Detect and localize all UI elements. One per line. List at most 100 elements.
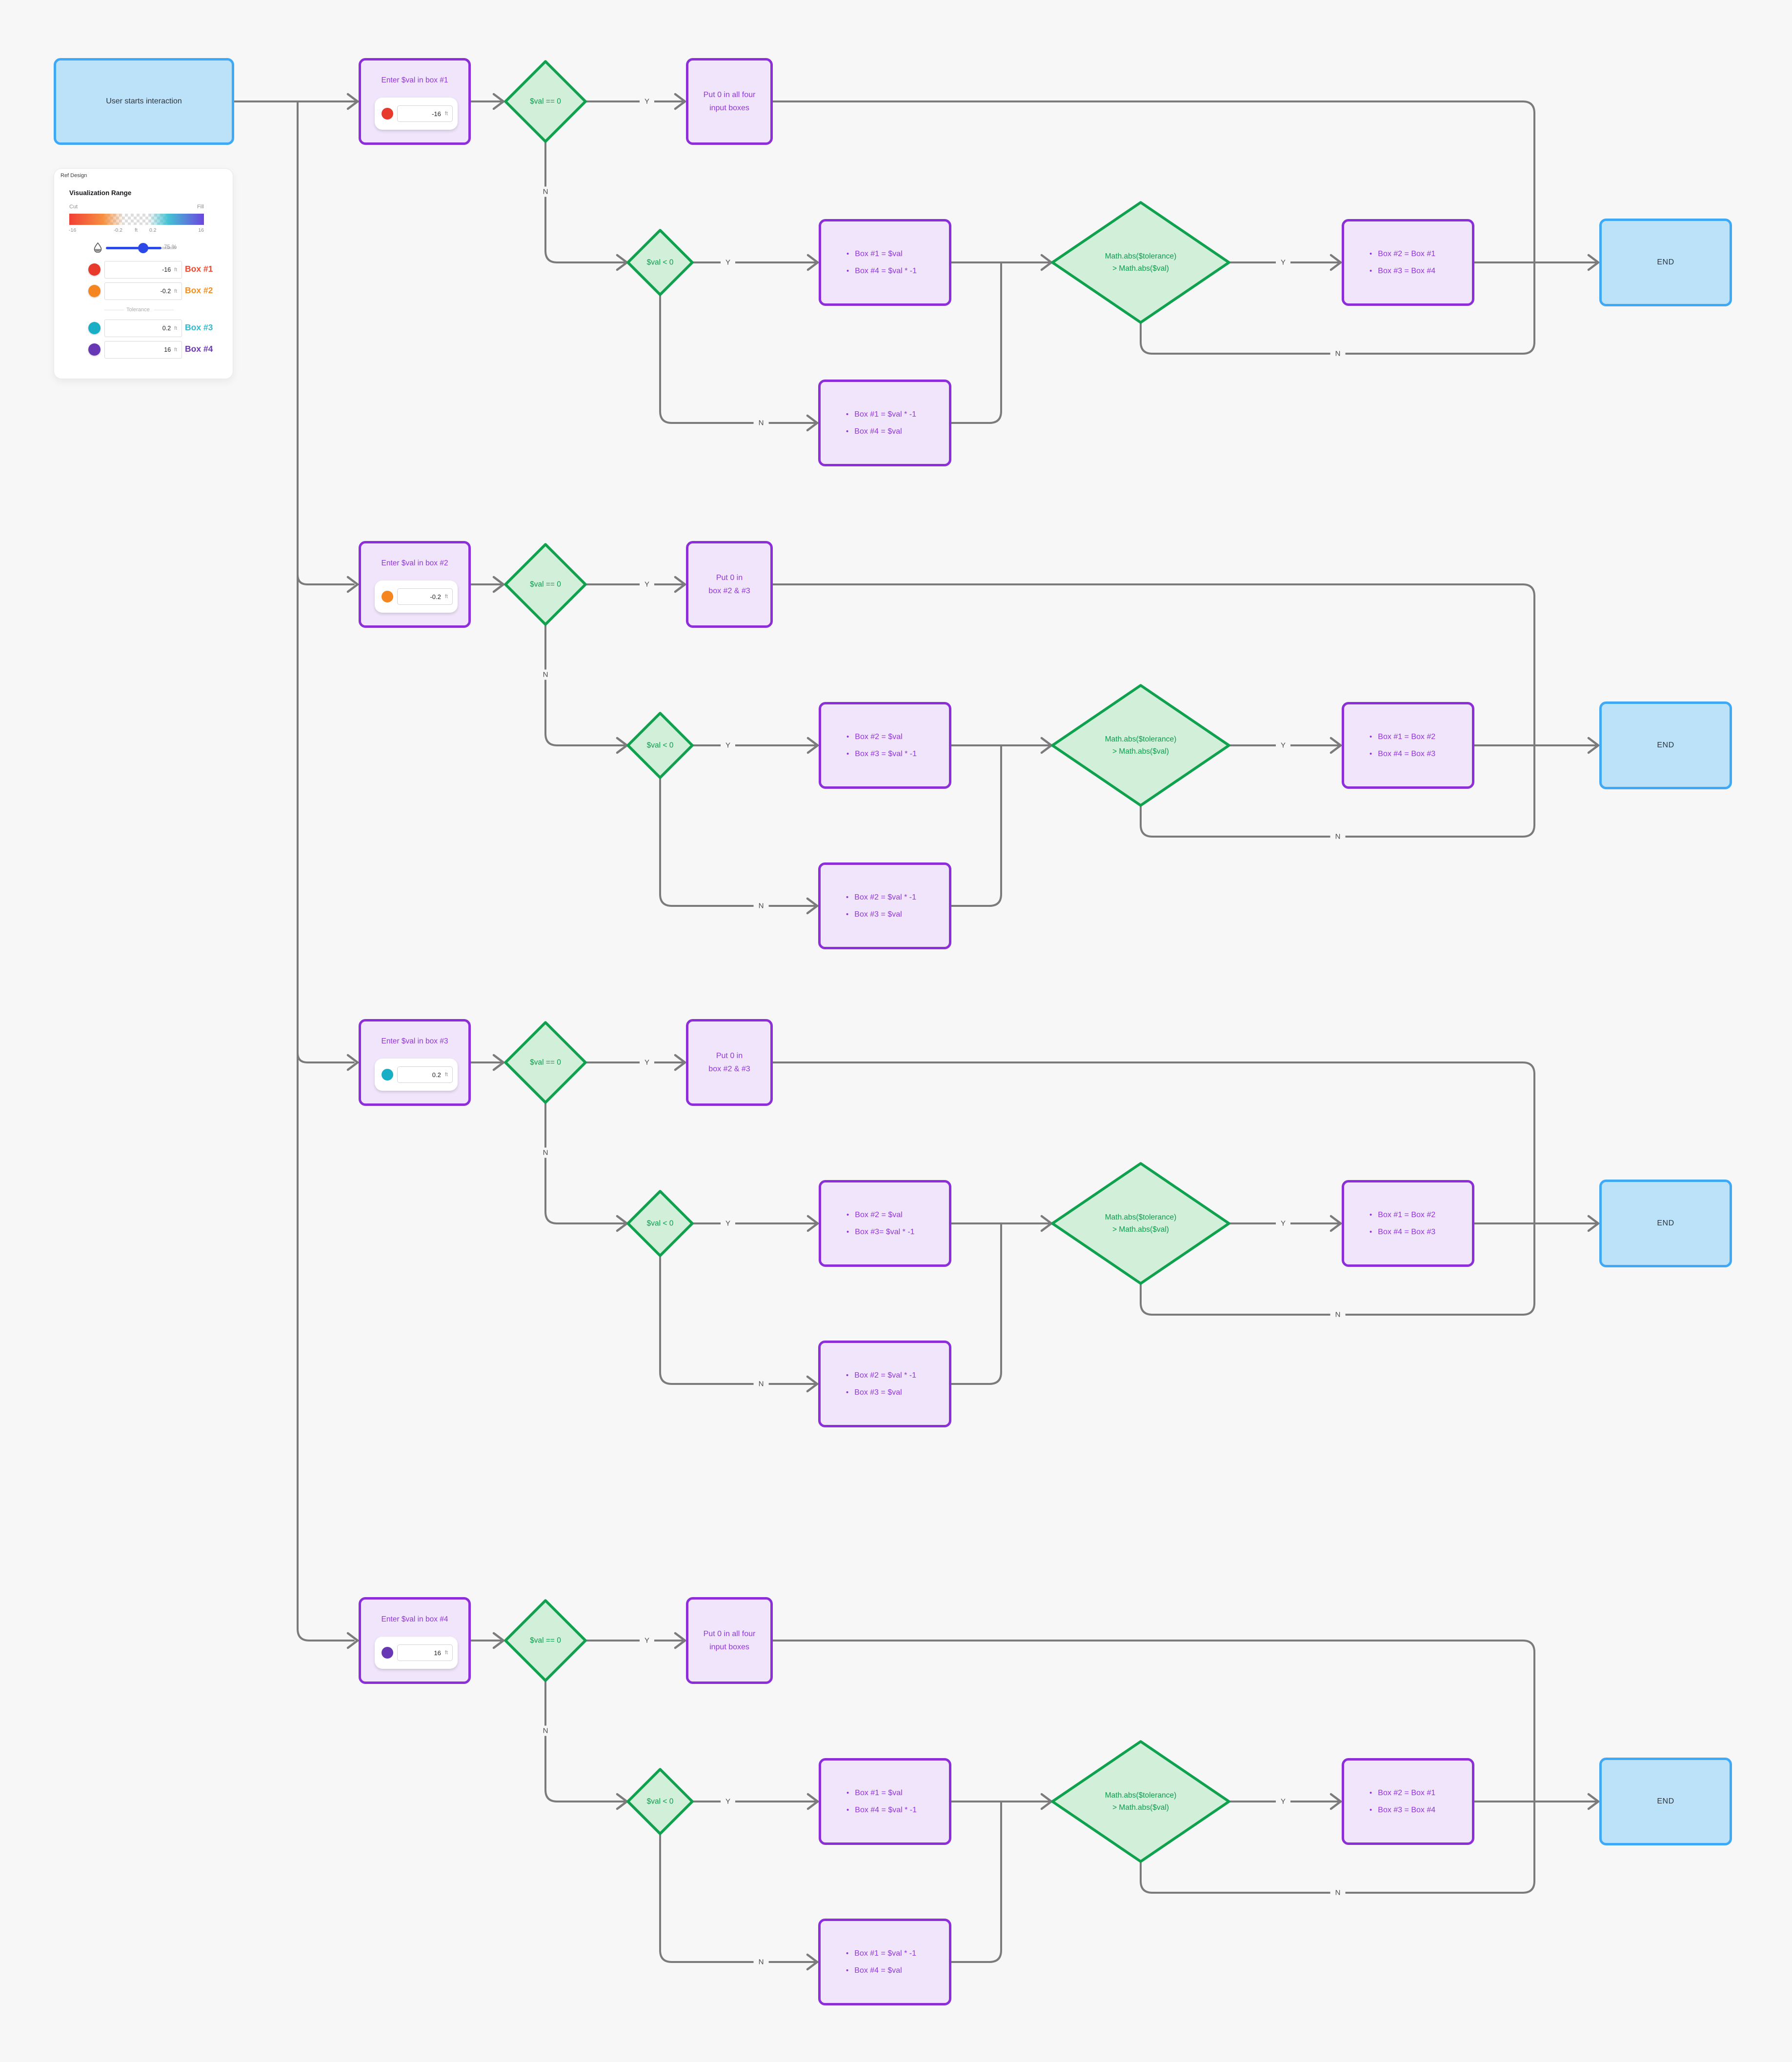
check-tolerance-label: Math.abs($tolerance) > Math.abs($val) [1105, 1791, 1177, 1812]
opacity-slider-track-rest[interactable] [161, 247, 176, 249]
check-tolerance-label: Math.abs($tolerance) > Math.abs($val) [1105, 735, 1177, 756]
negative-yes-node[interactable]: Box #2 = $val Box #3 = $val * -1 [819, 702, 951, 789]
tolerance-yes-node[interactable]: Box #2 = Box #1 Box #3 = Box #4 [1342, 219, 1474, 306]
zero-action-text: Put 0 in box #2 & #3 [708, 574, 750, 595]
enter-val-node[interactable]: Enter $val in box #3 0.2 ft [359, 1019, 471, 1106]
decision-diamond[interactable] [504, 543, 587, 626]
box2-label: Box #2 [185, 285, 213, 295]
negative-no-node[interactable]: Box #2 = $val * -1 Box #3 = $val [818, 1341, 951, 1427]
opacity-slider-track[interactable] [106, 247, 161, 249]
negative-yes-node[interactable]: Box #1 = $val Box #4 = $val * -1 [819, 1758, 951, 1845]
enter-val-node[interactable]: Enter $val in box #1 -16 ft [359, 58, 471, 145]
end-node[interactable]: END [1599, 1180, 1732, 1267]
end-node[interactable]: END [1599, 701, 1732, 789]
scale-tick: 0.2 [149, 227, 157, 233]
connector [806, 737, 819, 754]
fill-gradient [148, 214, 204, 225]
no-branch-label: N [1330, 1887, 1346, 1898]
negative-no-node[interactable]: Box #2 = $val * -1 Box #3 = $val [818, 862, 951, 949]
check-zero-label: $val == 0 [530, 1636, 561, 1645]
decision-diamond[interactable] [626, 1768, 694, 1835]
box3-input[interactable]: 0.2 ft [104, 320, 182, 337]
enter-val-node[interactable]: Enter $val in box #4 16 ft [359, 1597, 471, 1684]
legend-box-row: 0.2 ft Box #3 [54, 320, 233, 337]
decision-diamond[interactable] [504, 1599, 587, 1682]
decision-diamond[interactable] [504, 1021, 587, 1104]
end-node[interactable]: END [1599, 219, 1732, 306]
box1-swatch[interactable] [88, 263, 101, 276]
input-field[interactable]: 0.2 ft [397, 1066, 453, 1083]
opacity-value: 75 % [164, 244, 177, 250]
tolerance-yes-node[interactable]: Box #1 = Box #2 Box #4 = Box #3 [1342, 1180, 1474, 1267]
legend-box-row: -16 ft Box #1 [54, 261, 233, 279]
check-zero-label: $val == 0 [530, 1058, 561, 1067]
decision-diamond[interactable] [504, 60, 587, 143]
assignment-line: Box #3 = $val [846, 906, 902, 923]
tolerance-yes-node[interactable]: Box #1 = Box #2 Box #4 = Box #3 [1342, 702, 1474, 789]
box2-input[interactable]: -0.2 ft [104, 282, 182, 300]
check-zero-label: $val == 0 [530, 97, 561, 106]
decision-diamond[interactable] [1051, 1162, 1230, 1285]
input-value: -16 [432, 110, 441, 118]
connector [806, 1215, 819, 1232]
input-value: 0.2 [432, 1071, 441, 1079]
yes-branch-label: Y [639, 96, 655, 107]
connector [1587, 1215, 1600, 1232]
connector [297, 564, 355, 585]
decision-diamond[interactable] [1051, 684, 1230, 807]
yes-branch-label: Y [639, 1635, 655, 1646]
connector [659, 1255, 815, 1385]
box4-input[interactable]: 16 ft [104, 341, 182, 359]
no-branch-label: N [753, 1957, 769, 1967]
zero-action-node[interactable]: Put 0 in box #2 & #3 [686, 1019, 773, 1106]
box4-swatch[interactable] [88, 343, 101, 356]
input-field[interactable]: -0.2 ft [397, 588, 453, 605]
connector [950, 261, 1002, 424]
end-node-label: END [1657, 1797, 1674, 1805]
end-node-label: END [1657, 258, 1674, 266]
zero-action-node[interactable]: Put 0 in box #2 & #3 [686, 541, 773, 628]
box2-unit: ft [174, 288, 177, 294]
yes-branch-label: Y [720, 1218, 736, 1229]
decision-diamond[interactable] [626, 1190, 694, 1257]
box3-value: 0.2 [162, 325, 171, 332]
enter-val-node[interactable]: Enter $val in box #2 -0.2 ft [359, 541, 471, 628]
box1-input[interactable]: -16 ft [104, 261, 182, 279]
connector [659, 294, 815, 424]
zero-action-node[interactable]: Put 0 in all four input boxes [686, 1597, 773, 1684]
box2-value: -0.2 [160, 288, 171, 295]
box4-value: 16 [164, 346, 171, 353]
decision-diamond[interactable] [626, 229, 694, 296]
zero-action-node[interactable]: Put 0 in all four input boxes [686, 58, 773, 145]
box2-swatch[interactable] [88, 285, 101, 297]
box3-swatch[interactable] [88, 322, 101, 334]
negative-yes-node[interactable]: Box #1 = $val Box #4 = $val * -1 [819, 219, 951, 306]
input-field[interactable]: 16 ft [397, 1644, 453, 1661]
decision-diamond[interactable] [1051, 201, 1230, 324]
assignment-line: Box #1 = $val [846, 245, 902, 262]
ref-design-panel[interactable]: Ref Design Visualization Range Cut Fill … [54, 168, 233, 379]
connector [772, 1640, 1535, 1802]
opacity-slider-thumb[interactable] [138, 243, 148, 253]
no-branch-label: N [753, 418, 769, 428]
assignment-line: Box #1 = Box #2 [1369, 1206, 1435, 1223]
decision-diamond[interactable] [626, 712, 694, 779]
start-node[interactable]: User starts interaction [54, 58, 234, 145]
negative-no-node[interactable]: Box #1 = $val * -1 Box #4 = $val [818, 1919, 951, 2005]
yes-branch-label: Y [639, 579, 655, 590]
negative-yes-node[interactable]: Box #2 = $val Box #3= $val * -1 [819, 1180, 951, 1267]
assignment-line: Box #2 = $val [846, 728, 902, 745]
end-node[interactable]: END [1599, 1758, 1732, 1845]
decision-diamond[interactable] [1051, 1740, 1230, 1863]
scale-tick: ft [135, 227, 138, 233]
input-preview: 0.2 ft [375, 1059, 458, 1091]
input-field[interactable]: -16 ft [397, 105, 453, 122]
connector [950, 1801, 1002, 1963]
input-color-swatch [382, 108, 393, 120]
enter-val-title: Enter $val in box #4 [381, 1615, 448, 1623]
box3-label: Box #3 [185, 322, 213, 332]
scale-tick: -0.2 [113, 227, 122, 233]
tolerance-yes-node[interactable]: Box #2 = Box #1 Box #3 = Box #4 [1342, 1758, 1474, 1845]
negative-no-node[interactable]: Box #1 = $val * -1 Box #4 = $val [818, 380, 951, 466]
